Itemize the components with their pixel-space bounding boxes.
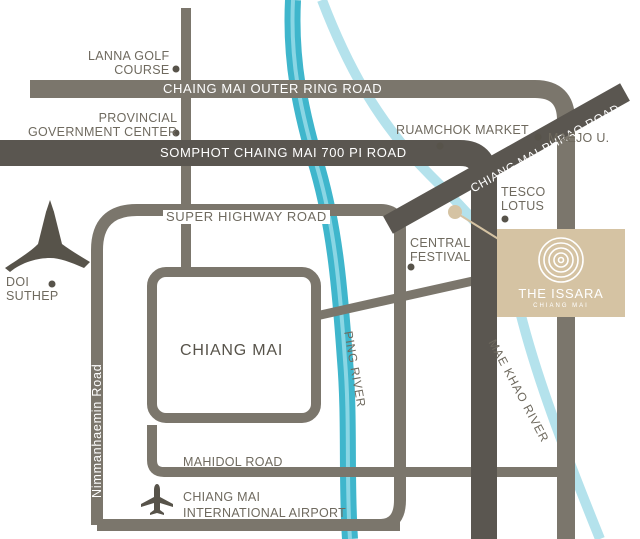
provincial-label: PROVINCIAL GOVERNMENT CENTER [28, 111, 177, 139]
airport-line1: CHIANG MAI [183, 490, 261, 504]
somphot-road [0, 140, 497, 539]
lanna-golf-pin [172, 65, 180, 73]
central-label: CENTRAL FESTIVAL [410, 236, 471, 264]
lanna-golf-line2: COURSE [114, 63, 170, 77]
airport-label: CHIANG MAI INTERNATIONAL AIRPORT [183, 490, 346, 520]
city-label: CHIANG MAI [180, 342, 284, 359]
tesco-label: TESCO LOTUS [501, 185, 546, 213]
maejo-pin [534, 133, 542, 141]
mahidol-road [147, 425, 566, 477]
tesco-line1: TESCO [501, 185, 546, 199]
east-road [315, 270, 501, 321]
provincial-line1: PROVINCIAL [98, 111, 178, 125]
issara-sub: CHIANG MAI [533, 303, 589, 309]
mahidol-label: MAHIDOL ROAD [183, 455, 283, 469]
tesco-line2: LOTUS [501, 199, 545, 213]
super-highway-label: SUPER HIGHWAY ROAD [163, 210, 330, 224]
nimmanhaemin-label: Nimmanhaemin Road [90, 363, 104, 499]
issara-leader-line [454, 211, 501, 241]
tesco-pin [501, 215, 509, 223]
ruamchok-label: RUAMCHOK MARKET [396, 123, 529, 137]
provincial-pin [172, 129, 180, 137]
issara-name: THE ISSARA [518, 286, 604, 301]
outer-ring-road-label: CHAING MAI OUTER RING ROAD [163, 81, 383, 96]
city-moat [147, 267, 321, 423]
maejo-label: MAEJO U. [548, 131, 610, 145]
somphot-road-label: SOMPHOT CHAING MAI 700 PI ROAD [160, 145, 407, 160]
temple-mountain-icon [5, 200, 90, 272]
lanna-golf-label: LANNA GOLF COURSE [88, 49, 170, 77]
central-line1: CENTRAL [410, 236, 471, 250]
concentric-circles-logo-icon [538, 237, 584, 283]
ruamchok-pin [436, 142, 444, 150]
central-pin [407, 263, 415, 271]
issara-brand-box: THE ISSARA CHIANG MAI [497, 229, 625, 317]
lanna-golf-line1: LANNA GOLF [88, 49, 170, 63]
doi-suthep-label: DOI SUTHEP [6, 275, 59, 303]
airport-line2: INTERNATIONAL AIRPORT [183, 506, 347, 520]
doi-suthep-line1: DOI [6, 275, 30, 289]
provincial-line2: GOVERNMENT CENTER [28, 125, 178, 139]
phrao-road [383, 83, 630, 234]
airplane-icon [141, 484, 173, 515]
doi-suthep-pin [48, 280, 56, 288]
central-line2: FESTIVAL [410, 250, 471, 264]
doi-suthep-line2: SUTHEP [6, 289, 59, 303]
